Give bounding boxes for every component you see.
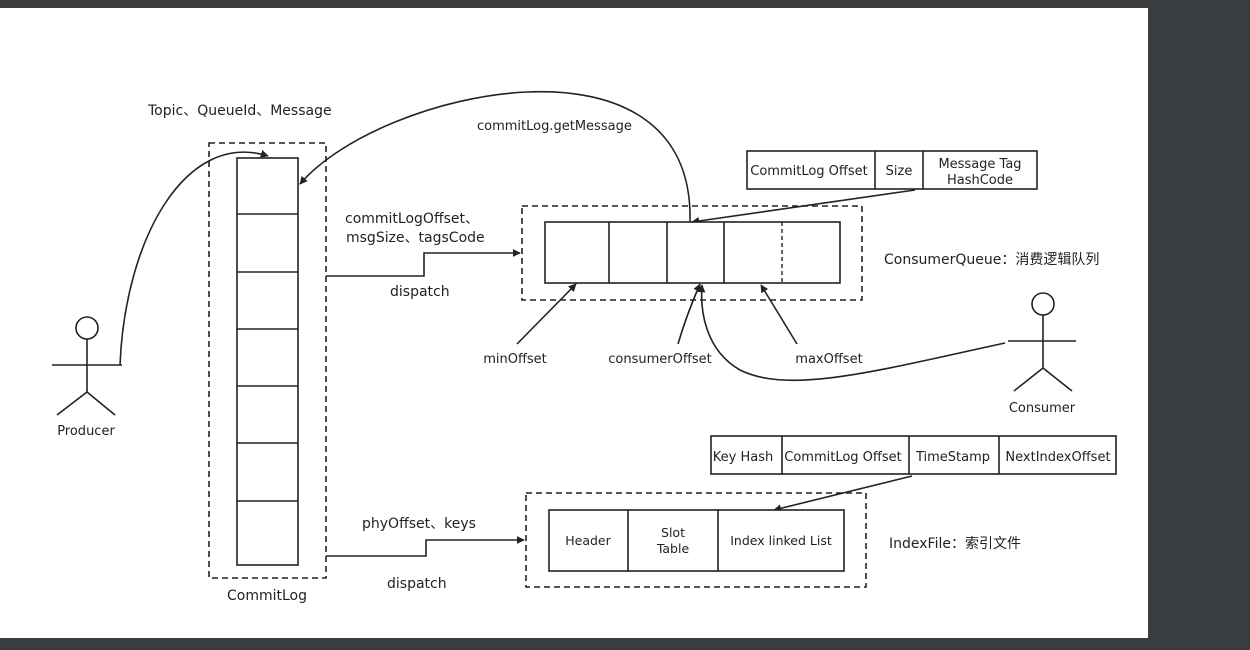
max-offset-label: maxOffset (795, 352, 862, 367)
index-file-label: IndexFile：索引文件 (889, 535, 1021, 552)
consumer-offset-label: consumerOffset (608, 352, 711, 367)
cq-entry-commitlog-offset: CommitLog Offset (750, 164, 867, 179)
index-file-slot-line2: Table (656, 541, 690, 556)
consumer-queue-cells (544, 221, 841, 284)
consumer-queue-dashed-border (521, 205, 863, 301)
producer-write-label: Topic、QueueId、Message (147, 103, 332, 119)
get-message-arrow (299, 90, 691, 223)
index-entry-table (710, 435, 1117, 475)
cq-entry-table (746, 150, 1038, 190)
consumer-label: Consumer (1009, 401, 1076, 416)
index-file-cells (548, 509, 845, 572)
index-file-dashed-border (525, 492, 867, 588)
producer-label: Producer (57, 424, 115, 439)
index-entry-key-hash: Key Hash (713, 450, 773, 465)
index-file-linked-list: Index linked List (730, 533, 832, 548)
commitlog-dashed-border (208, 142, 327, 579)
get-message-label: commitLog.getMessage (477, 119, 632, 134)
cq-entry-size: Size (886, 164, 913, 179)
producer-write-arrow (119, 150, 269, 366)
consumer-actor (1008, 292, 1076, 392)
consumer-queue-label: ConsumerQueue：消费逻辑队列 (884, 252, 1099, 268)
index-file-slot-line1: Slot (661, 525, 685, 540)
producer-actor (52, 316, 122, 416)
index-entry-link-arrow (773, 475, 913, 513)
min-offset-arrow (516, 283, 577, 345)
max-offset-arrow (760, 284, 798, 345)
index-file-header: Header (565, 533, 611, 548)
commitlog-cells (236, 157, 299, 566)
index-fields-label: phyOffset、keys (362, 516, 476, 532)
cq-fields-line1: commitLogOffset、 (345, 211, 479, 227)
dispatch-cq-label: dispatch (390, 284, 450, 300)
dispatch-cq-arrow (326, 249, 521, 277)
index-entry-timestamp: TimeStamp (915, 450, 990, 465)
cq-entry-tag-line1: Message Tag (938, 157, 1021, 172)
cq-fields-line2: msgSize、tagsCode (346, 230, 485, 246)
index-entry-next-index-offset: NextIndexOffset (1005, 450, 1110, 465)
commitlog-label: CommitLog (227, 588, 307, 604)
cq-entry-tag-line2: HashCode (947, 173, 1013, 188)
dispatch-index-label: dispatch (387, 576, 447, 592)
dispatch-index-arrow (326, 536, 525, 557)
min-offset-label: minOffset (483, 352, 547, 367)
index-entry-commitlog-offset: CommitLog Offset (784, 450, 901, 465)
consumer-pull-arrow (697, 284, 1006, 382)
